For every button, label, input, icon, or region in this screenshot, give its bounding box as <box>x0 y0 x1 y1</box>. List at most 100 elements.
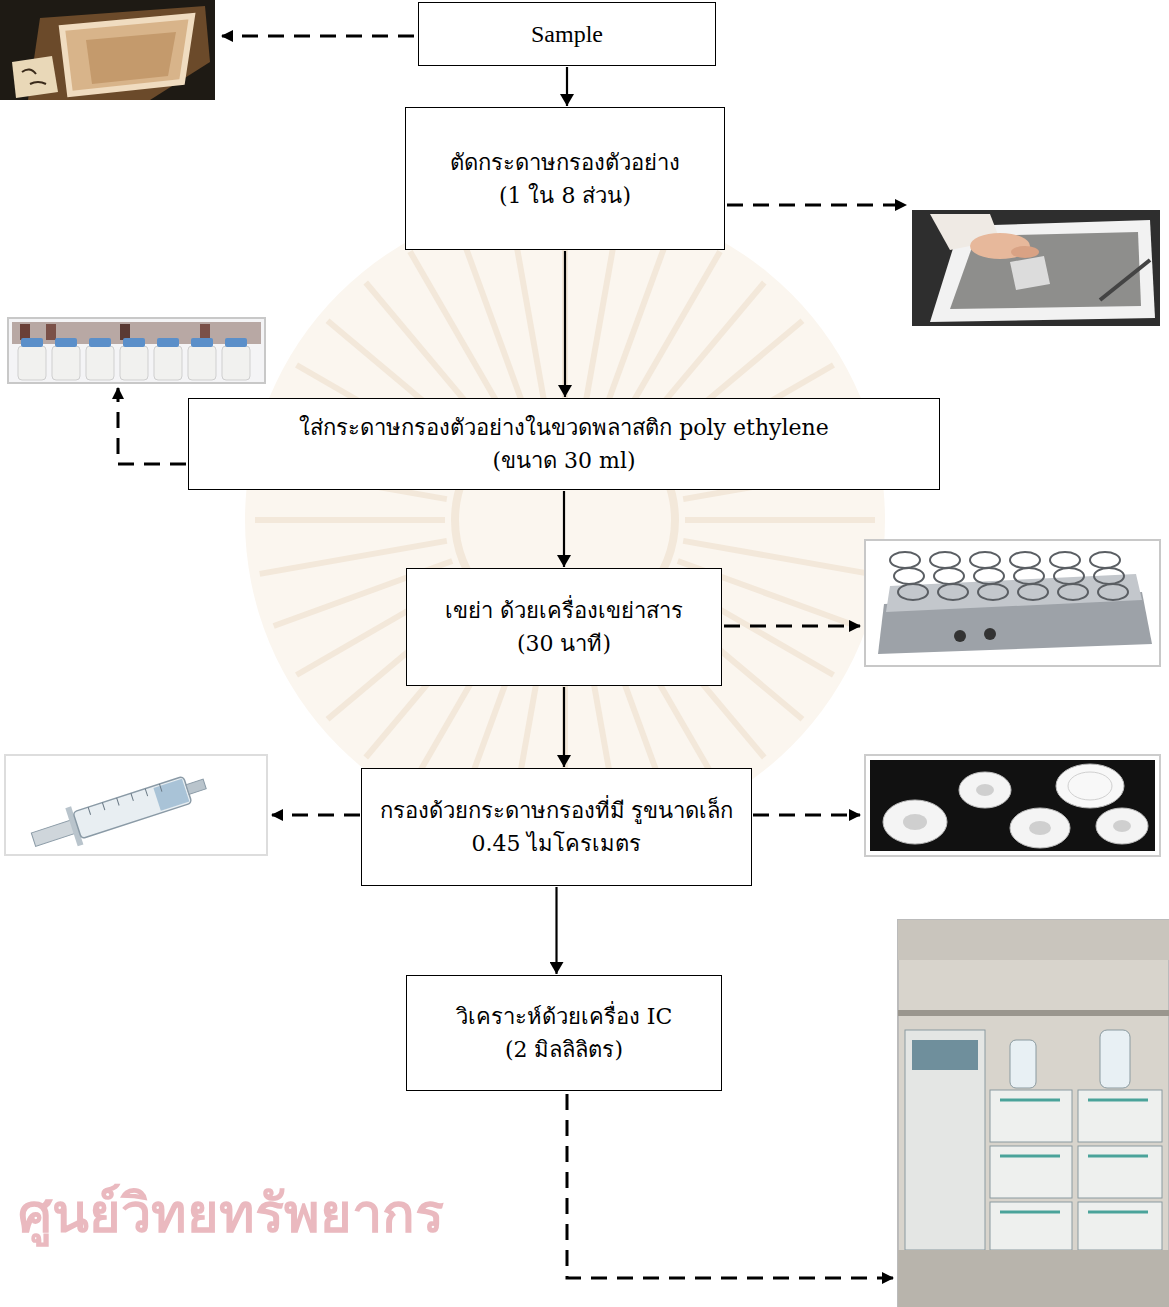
shaker-photo <box>970 552 1000 568</box>
bottles-photo <box>154 338 182 380</box>
filters-photo <box>976 784 994 796</box>
watermark-emblem <box>245 200 885 840</box>
shaker-photo <box>1054 568 1084 584</box>
flow-arrow <box>566 67 568 106</box>
watermark-emblem <box>260 541 447 574</box>
bottles-photo <box>86 346 114 380</box>
syringe-photo <box>5 755 267 855</box>
ic-instrument-photo <box>1100 1030 1130 1088</box>
sample-photo <box>62 16 192 94</box>
watermark-emblem <box>274 561 453 626</box>
shaker-photo <box>1094 568 1124 584</box>
flow-arrow <box>563 687 565 767</box>
cutting-photo <box>1010 256 1050 290</box>
filters-photo <box>1010 808 1070 848</box>
step-detail: (2 มิลลิลิตร) <box>505 1033 623 1066</box>
shaker-photo <box>934 568 964 584</box>
shaker-photo <box>1058 584 1088 600</box>
filters-photo <box>1056 764 1124 808</box>
watermark-emblem <box>260 466 447 499</box>
watermark-emblem <box>511 215 544 402</box>
bottles-photo <box>191 338 213 347</box>
sample-photo <box>12 56 58 98</box>
bottles-photo <box>8 318 265 383</box>
watermark-emblem <box>606 229 671 408</box>
flow-arrow <box>564 251 566 397</box>
bottles-photo <box>8 318 265 383</box>
cutting-photo <box>912 210 1160 326</box>
watermark-emblem <box>562 640 568 830</box>
syringe-photo <box>186 779 206 794</box>
watermark-emblem <box>459 633 524 812</box>
bottles-photo <box>89 338 111 347</box>
filters-photo <box>959 772 1011 808</box>
filters-photo <box>1068 772 1112 800</box>
shaker-photo <box>1014 568 1044 584</box>
step-text: ใส่กระดาษกรองตัวอย่างในขวดพลาสติก poly e… <box>299 411 828 444</box>
step-text: เขย่า ด้วยเครื่องเขย่าสาร <box>445 594 683 627</box>
shaker-photo <box>974 568 1004 584</box>
bottles-photo <box>52 338 80 380</box>
bottles-photo <box>18 346 46 380</box>
ic-instrument-photo <box>990 1090 1072 1142</box>
bottles-photo <box>46 324 56 340</box>
shaker-photo <box>898 584 928 600</box>
ic-instrument-photo <box>1010 1040 1036 1088</box>
syringe-photo <box>5 755 267 859</box>
shaker-photo <box>1018 584 1048 600</box>
dashed-leaders <box>724 625 860 628</box>
process-box: เขย่า ด้วยเครื่องเขย่าสาร(30 นาที) <box>406 568 722 686</box>
shaker-photo <box>1050 552 1080 568</box>
shaker-photo <box>894 568 924 584</box>
watermark-text: ศูนย์วิทยทรัพยากร <box>18 1182 444 1247</box>
step-detail: (1 ใน 8 ส่วน) <box>499 179 631 212</box>
bottles-photo <box>120 338 148 380</box>
bottles-photo <box>52 346 80 380</box>
bottles-photo <box>21 338 43 347</box>
dashed-leaders <box>727 204 906 207</box>
sample-photo <box>86 32 176 84</box>
watermark-emblem <box>455 410 675 630</box>
ic-instrument-photo <box>1000 1100 1148 1212</box>
cutting-photo <box>950 232 1141 309</box>
step-text: วิเคราะห์ด้วยเครื่อง IC <box>456 1000 673 1033</box>
dashed-leaders <box>118 36 906 1278</box>
cutting-photo <box>912 210 1160 326</box>
watermark-emblem <box>511 638 544 825</box>
process-box: วิเคราะห์ด้วยเครื่อง IC(2 มิลลิลิตร) <box>406 975 722 1091</box>
ic-instrument-photo <box>898 920 1169 960</box>
filters-photo <box>870 760 1155 851</box>
step-text: Sample <box>531 16 603 52</box>
shaker-photo <box>1098 584 1128 600</box>
watermark-emblem <box>669 365 834 460</box>
step-text: กรองด้วยกระดาษกรองที่มี รูขนาดเล็ก 0.45 … <box>378 794 735 860</box>
syringe-photo <box>153 779 189 811</box>
shaker-photo <box>865 540 1160 666</box>
bottles-photo <box>225 338 247 347</box>
dashed-leaders <box>753 814 860 817</box>
watermark-emblem <box>410 252 505 417</box>
ic-instrument-photo <box>898 920 1169 1307</box>
flow-arrow <box>563 491 565 567</box>
shaker-photo <box>890 552 920 568</box>
bottles-photo <box>120 324 130 340</box>
watermark-emblem <box>245 200 885 840</box>
dashed-leaders <box>272 814 360 817</box>
process-box: ใส่กระดาษกรองตัวอย่างในขวดพลาสติก poly e… <box>188 398 940 490</box>
ic-instrument-photo <box>898 920 1169 1307</box>
bottles-photo <box>222 346 250 380</box>
step-detail: (ขนาด 30 ml) <box>492 444 635 477</box>
shaker-photo <box>1090 552 1120 568</box>
ic-instrument-photo <box>1078 1090 1162 1142</box>
cutting-photo <box>1100 260 1150 300</box>
ic-instrument-photo <box>905 1030 985 1250</box>
ic-instrument-photo <box>1078 1202 1162 1250</box>
watermark-emblem <box>678 561 857 626</box>
ic-instrument-photo <box>990 1202 1072 1250</box>
filters-photo <box>1096 808 1148 844</box>
watermark-emblem <box>678 414 857 479</box>
bottles-photo <box>157 338 179 347</box>
sample-photo <box>22 69 46 84</box>
watermark-emblem <box>606 633 671 812</box>
bottles-photo <box>120 346 148 380</box>
